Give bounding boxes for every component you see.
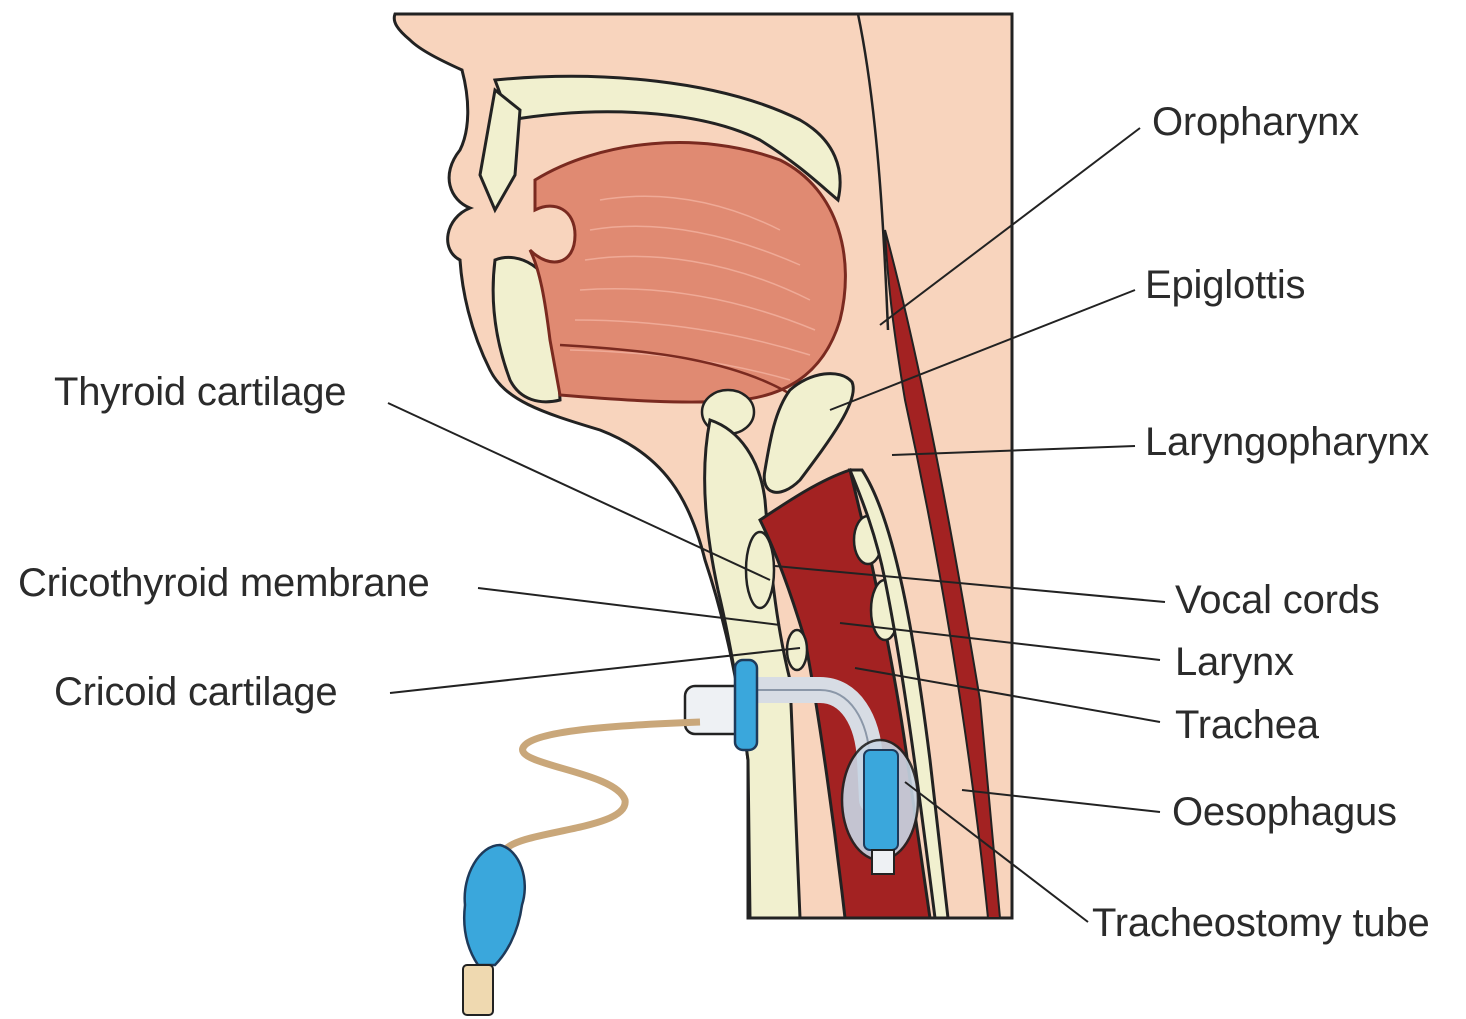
pilot-valve: [463, 965, 493, 1015]
label-laryngopharynx: Laryngopharynx: [1145, 422, 1429, 462]
label-thyroid-cartilage: Thyroid cartilage: [54, 372, 346, 412]
pilot-line: [505, 722, 700, 850]
pilot-balloon: [464, 845, 525, 965]
label-epiglottis: Epiglottis: [1145, 265, 1305, 305]
label-cricoid-cartilage: Cricoid cartilage: [54, 672, 337, 712]
label-oropharynx: Oropharynx: [1152, 102, 1359, 142]
label-oesophagus: Oesophagus: [1172, 792, 1397, 832]
label-cricothyroid-membrane: Cricothyroid membrane: [18, 563, 430, 603]
label-tracheostomy-tube: Tracheostomy tube: [1092, 903, 1430, 943]
label-trachea: Trachea: [1175, 705, 1319, 745]
label-larynx: Larynx: [1175, 642, 1294, 682]
label-vocal-cords: Vocal cords: [1175, 580, 1380, 620]
tongue: [530, 143, 845, 403]
